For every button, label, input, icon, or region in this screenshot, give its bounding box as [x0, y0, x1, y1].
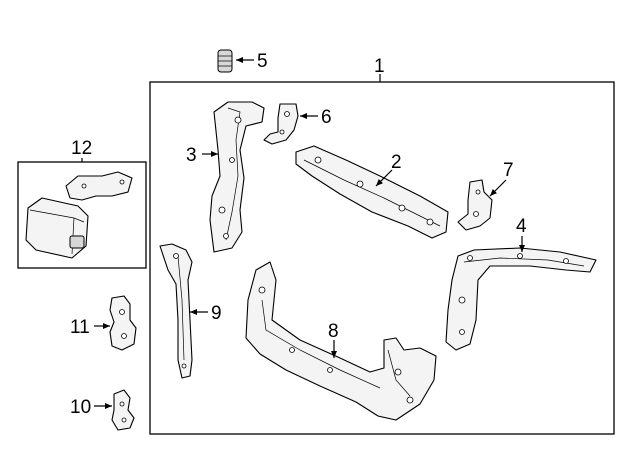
- callout-7: 7: [503, 160, 514, 181]
- callout-4: 4: [516, 216, 527, 237]
- part-10-clip: [111, 389, 135, 431]
- part-5-bushing: [217, 49, 233, 73]
- part-12-sensor: [25, 171, 133, 259]
- leader-7: [489, 179, 507, 197]
- callout-1: 1: [374, 56, 385, 77]
- part-3-side-support: [209, 101, 265, 253]
- assembly-frame: [149, 81, 615, 435]
- callout-10: 10: [70, 397, 91, 418]
- part-8-lower-support: [245, 261, 437, 421]
- callout-5: 5: [257, 51, 268, 72]
- part-6-bracket: [263, 103, 299, 145]
- part-7-bracket: [457, 179, 493, 231]
- part-4-side-support: [445, 247, 597, 351]
- callout-12: 12: [71, 138, 92, 159]
- callout-9: 9: [211, 303, 222, 324]
- callout-3: 3: [186, 145, 197, 166]
- part-2-upper-tie-bar: [295, 145, 449, 239]
- leader-2: [375, 169, 393, 187]
- callout-2: 2: [391, 152, 402, 173]
- callout-11: 11: [70, 317, 90, 338]
- part-11-clip: [109, 295, 137, 351]
- part-9-vertical-support: [159, 243, 193, 379]
- callout-6: 6: [321, 107, 332, 128]
- callout-8: 8: [328, 321, 339, 342]
